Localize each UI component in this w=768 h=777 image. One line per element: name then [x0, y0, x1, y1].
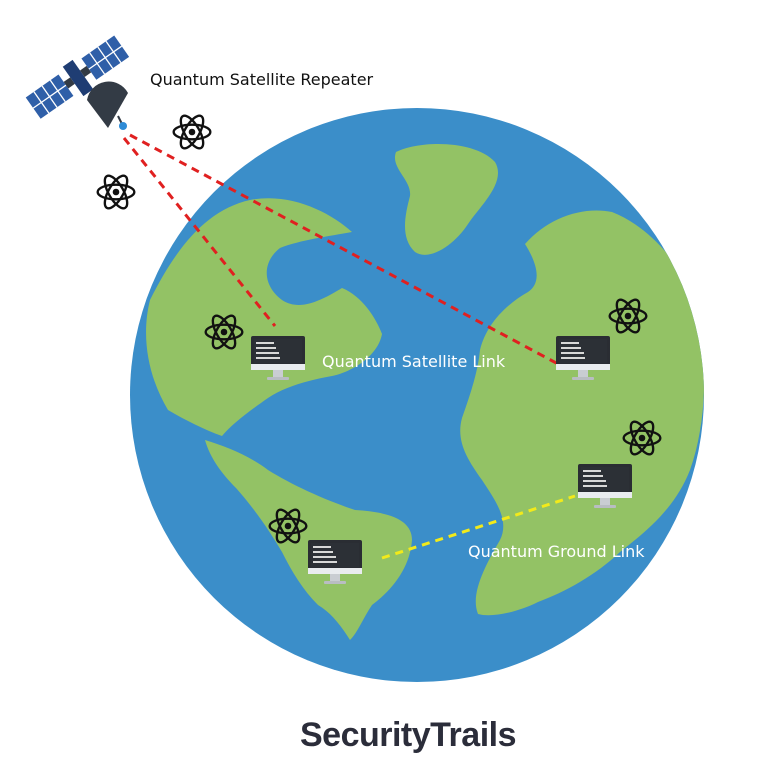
- quantum-ground-link: [381, 494, 576, 560]
- satellite-link-to-north-america: [122, 137, 277, 327]
- satellite-dish: [87, 81, 128, 128]
- quantum-satellite-links: [122, 133, 561, 367]
- label-satellite-link: Quantum Satellite Link: [322, 352, 506, 371]
- brand-logo: SecurityTrails: [300, 716, 516, 754]
- satellite-emitter: [119, 122, 127, 130]
- satellite-icon: [25, 35, 130, 119]
- satellite-link-to-europe: [129, 133, 561, 367]
- atom-icon: [96, 171, 136, 213]
- landmass-greenland: [394, 143, 499, 255]
- landmass-south-america: [205, 440, 412, 640]
- atom-icon: [172, 111, 212, 153]
- globe: [130, 108, 704, 682]
- label-ground-link: Quantum Ground Link: [468, 542, 645, 561]
- label-satellite-repeater: Quantum Satellite Repeater: [150, 70, 374, 89]
- landmass-north-america: [146, 198, 382, 436]
